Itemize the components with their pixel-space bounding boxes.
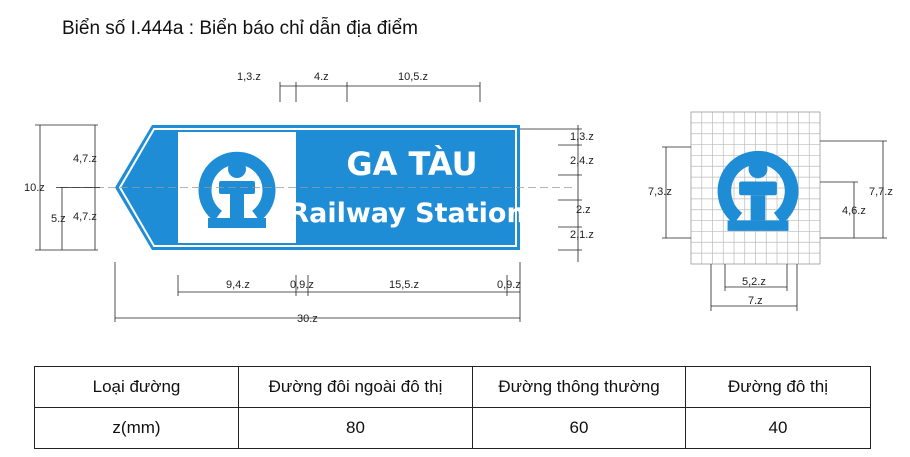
dim-bottom-4: 0,9.z <box>497 279 521 291</box>
dim-top-2: 4.z <box>314 71 329 83</box>
dim-symbol-right-outer: 7,7.z <box>869 186 893 198</box>
dim-bottom-3: 15,5.z <box>389 279 419 291</box>
table-row-label: z(mm) <box>34 407 239 449</box>
dim-bottom-2: 0,9.z <box>290 279 314 291</box>
sign-line1: GA TÀU <box>346 145 477 183</box>
top-dimensions: 1,3.z 4.z 10,5.z <box>237 71 481 102</box>
symbol-grid-detail: 7,3.z 7,7.z 4,6.z 5,2.z 7.z <box>648 111 893 311</box>
dim-symbol-bottom-outer: 7.z <box>748 295 763 307</box>
dim-right-2: 2,4.z <box>570 155 594 167</box>
table-header-cell: Đường đôi ngoài đô thị <box>238 366 473 408</box>
table-row: z(mm) 80 60 40 <box>34 407 871 449</box>
dim-left-lower-outer: 5.z <box>51 213 66 225</box>
size-table: Loại đường Đường đôi ngoài đô thị Đường … <box>34 366 871 449</box>
dim-top-3: 10,5.z <box>398 71 428 83</box>
sign-line2: Railway Station <box>288 198 525 229</box>
page-title: Biển số I.444a : Biển báo chỉ dẫn địa đi… <box>62 18 418 39</box>
table-cell: 60 <box>472 407 686 449</box>
table-header-cell: Loại đường <box>34 366 239 408</box>
dim-symbol-right-inner: 4,6.z <box>842 205 866 217</box>
dim-top-1: 1,3.z <box>237 71 261 83</box>
left-dimensions: 10.z 4,7.z 4,7.z 5.z <box>24 124 100 251</box>
dim-right-3: 2.z <box>576 204 591 216</box>
dim-bottom-total: 30.z <box>297 313 318 325</box>
bottom-dimensions: 9,4.z 0,9.z 15,5.z 0,9.z 30.z <box>114 262 521 325</box>
railway-logo-grid-icon <box>724 158 791 231</box>
dim-left-upper: 4,7.z <box>73 153 97 165</box>
dim-symbol-bottom-inner: 5,2.z <box>742 276 766 288</box>
table-header-cell: Đường thông thường <box>472 366 686 408</box>
sign-border <box>118 128 517 247</box>
sign-diagram: GA TÀU Railway Station 1,3.z 4.z 10,5.z … <box>24 71 893 325</box>
direction-sign: GA TÀU Railway Station <box>115 125 526 250</box>
dim-left-total: 10.z <box>24 182 45 194</box>
dim-symbol-left: 7,3.z <box>648 186 672 198</box>
right-dimensions: 1,3.z 2,4.z 2.z 2,1.z <box>520 125 594 262</box>
dim-right-4: 2,1.z <box>570 229 594 241</box>
dim-bottom-1: 9,4.z <box>226 279 250 291</box>
dim-left-lower-inner: 4,7.z <box>73 211 97 223</box>
table-header-row: Loại đường Đường đôi ngoài đô thị Đường … <box>34 366 871 408</box>
table-header-cell: Đường đô thị <box>685 366 871 408</box>
table-cell: 40 <box>685 407 871 449</box>
table-cell: 80 <box>238 407 473 449</box>
dim-right-1: 1,3.z <box>570 131 594 143</box>
